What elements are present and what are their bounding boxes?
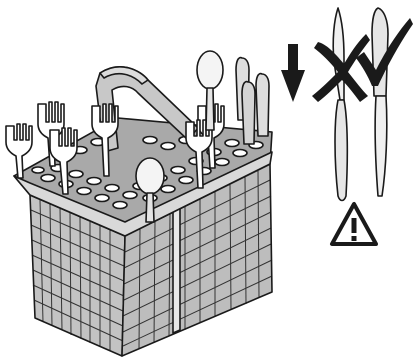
- spoon: [196, 50, 224, 131]
- fork: [185, 119, 213, 189]
- fork: [5, 123, 33, 179]
- check-mark-icon: [356, 18, 413, 86]
- spoon-group: [135, 50, 224, 223]
- knife-group: [235, 56, 270, 145]
- knife-blade-down: [371, 7, 389, 197]
- knife: [255, 72, 270, 137]
- knife: [241, 80, 256, 145]
- warning-triangle-icon: [330, 202, 378, 246]
- basket-left-panel: [29, 194, 126, 357]
- spoon: [135, 157, 165, 223]
- knife-blade-up: [332, 7, 349, 202]
- fork: [49, 127, 78, 195]
- fork: [91, 103, 119, 177]
- cross-mark-icon: [312, 34, 370, 102]
- cutlery-basket: [5, 50, 273, 357]
- fork-group: [5, 101, 225, 195]
- arrow-down-icon: [281, 44, 305, 102]
